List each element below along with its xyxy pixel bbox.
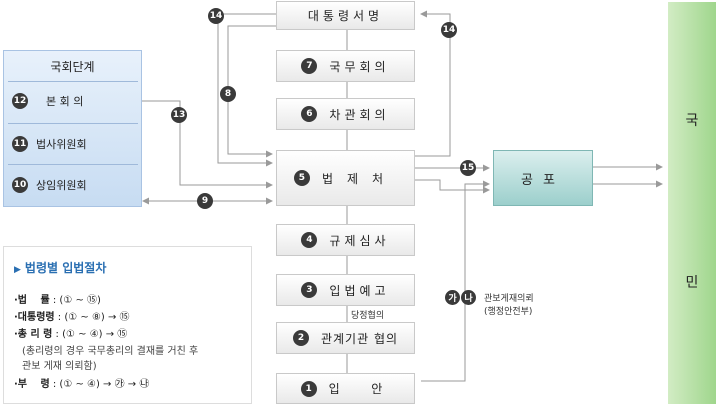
- legend-title-text: 법령별 입법절차: [24, 261, 107, 275]
- legend-ministry-steps: : (① ~ ④) → ㉮ → ㉯: [49, 379, 150, 390]
- citizens-label-bottom: 민: [685, 275, 699, 291]
- route-badge-13: 13: [171, 107, 187, 123]
- triangle-right-icon: ▶: [14, 265, 21, 275]
- step-badge: 5: [293, 170, 310, 186]
- route-badge-ga: 가: [445, 290, 460, 305]
- legend-ministry-name: ·부 령: [14, 379, 50, 390]
- step-badge: 4: [301, 232, 318, 248]
- drafting-label: 입 안: [328, 382, 391, 396]
- legend-pm-note-2: 관보 게재 의뢰함): [22, 361, 97, 372]
- legend-law: ·법 률 : (① ~ ⑮): [14, 291, 250, 306]
- legend-title: ▶법령별 입법절차: [14, 259, 106, 276]
- divider: [8, 81, 138, 82]
- vice-minister-meeting-label: 차관회의: [329, 107, 390, 122]
- vice-minister-meeting-box: 6 차관회의: [276, 98, 415, 130]
- citizens-bar: 국 민: [668, 2, 716, 404]
- legislative-notice-box: 3 입법예고: [276, 274, 415, 306]
- route-14-right: [415, 10, 451, 157]
- step-badge: 7: [301, 58, 318, 74]
- legislative-notice-label: 입법예고: [329, 283, 390, 298]
- legend-law-name: ·법 률: [14, 295, 50, 306]
- legend-pm-name: ·총 리 령: [14, 329, 53, 340]
- drafting-box: 1 입 안: [276, 373, 415, 404]
- divider: [8, 164, 138, 165]
- citizens-label-top: 국: [685, 113, 699, 129]
- regulation-review-box: 4 규제심사: [276, 224, 415, 256]
- cabinet-meeting-box: 7 국무회의: [276, 50, 415, 82]
- route-badge-14-left: 14: [208, 8, 224, 24]
- divider: [8, 123, 138, 124]
- assembly-item-standing: 10 상임위원회: [12, 176, 138, 194]
- legend-pm-decree: ·총 리 령 : (① ~ ④) → ⑮: [14, 325, 250, 340]
- promulgation-label: 공포: [521, 172, 565, 188]
- agency-consultation-box: 2 관계기관 협의: [276, 322, 415, 354]
- step-badge: 6: [301, 106, 318, 122]
- route-badge-8: 8: [220, 86, 236, 102]
- promulgation-box: 공포: [493, 150, 593, 206]
- agency-consultation-label: 관계기관 협의: [320, 331, 399, 346]
- route-14-left: [217, 13, 276, 167]
- legislation-procedure-legend: ▶법령별 입법절차 ·법 률 : (① ~ ⑮) ·대통령령 : (① ~ ⑧)…: [3, 246, 252, 404]
- regulation-review-label: 규제심사: [329, 233, 390, 248]
- president-signature-label: 대통령서명: [307, 9, 384, 23]
- route-badge-15: 15: [460, 160, 476, 176]
- assembly-item-plenary: 12 본 회 의: [12, 92, 138, 110]
- step-badge: 3: [301, 282, 318, 298]
- national-assembly-group: 국회단계 12 본 회 의 11 법사위원회 10 상임위원회: [3, 50, 142, 207]
- legend-decree-name: ·대통령령: [14, 312, 55, 323]
- national-assembly-title: 국회단계: [50, 59, 95, 74]
- step-badge: 2: [292, 330, 309, 346]
- legend-pm-steps: : (① ~ ④) → ⑮: [52, 329, 128, 340]
- legend-ministry-decree: ·부 령 : (① ~ ④) → ㉮ → ㉯: [14, 375, 250, 390]
- assembly-item-label: 상임위원회: [36, 179, 87, 192]
- legend-pm-note-1: (총리령의 경우 국무총리의 결재를 거친 후: [22, 346, 199, 357]
- gazette-ministry-note: (행정안전부): [484, 307, 533, 317]
- legislation-ministry-label: 법제처: [321, 171, 398, 186]
- assembly-item-judiciary: 11 법사위원회: [12, 135, 138, 153]
- route-13: [142, 100, 273, 189]
- legend-decree-steps: : (① ~ ⑧) → ⑮: [54, 312, 130, 323]
- gazette-request-note: 관보게재의뢰: [484, 294, 534, 304]
- route-ga-na: [421, 180, 490, 382]
- step-badge: 12: [12, 93, 28, 109]
- route-badge-na: 나: [461, 290, 476, 305]
- step-badge: 10: [12, 177, 28, 193]
- step-badge: 1: [300, 380, 317, 397]
- legend-law-steps: : (① ~ ⑮): [49, 295, 101, 306]
- party-consultation-note: 당정협의: [351, 311, 385, 321]
- legend-presidential-decree: ·대통령령 : (① ~ ⑧) → ⑮: [14, 308, 250, 323]
- route-badge-9: 9: [197, 193, 213, 209]
- route-badge-14-right: 14: [441, 22, 457, 38]
- assembly-item-label: 법사위원회: [36, 138, 87, 151]
- assembly-item-label: 본 회 의: [46, 95, 84, 108]
- president-signature-box: 대통령서명: [276, 1, 415, 30]
- cabinet-meeting-label: 국무회의: [329, 59, 390, 74]
- legislation-ministry-box: 5 법제처: [276, 150, 415, 206]
- route-assembly: [415, 179, 490, 194]
- step-badge: 11: [12, 136, 28, 152]
